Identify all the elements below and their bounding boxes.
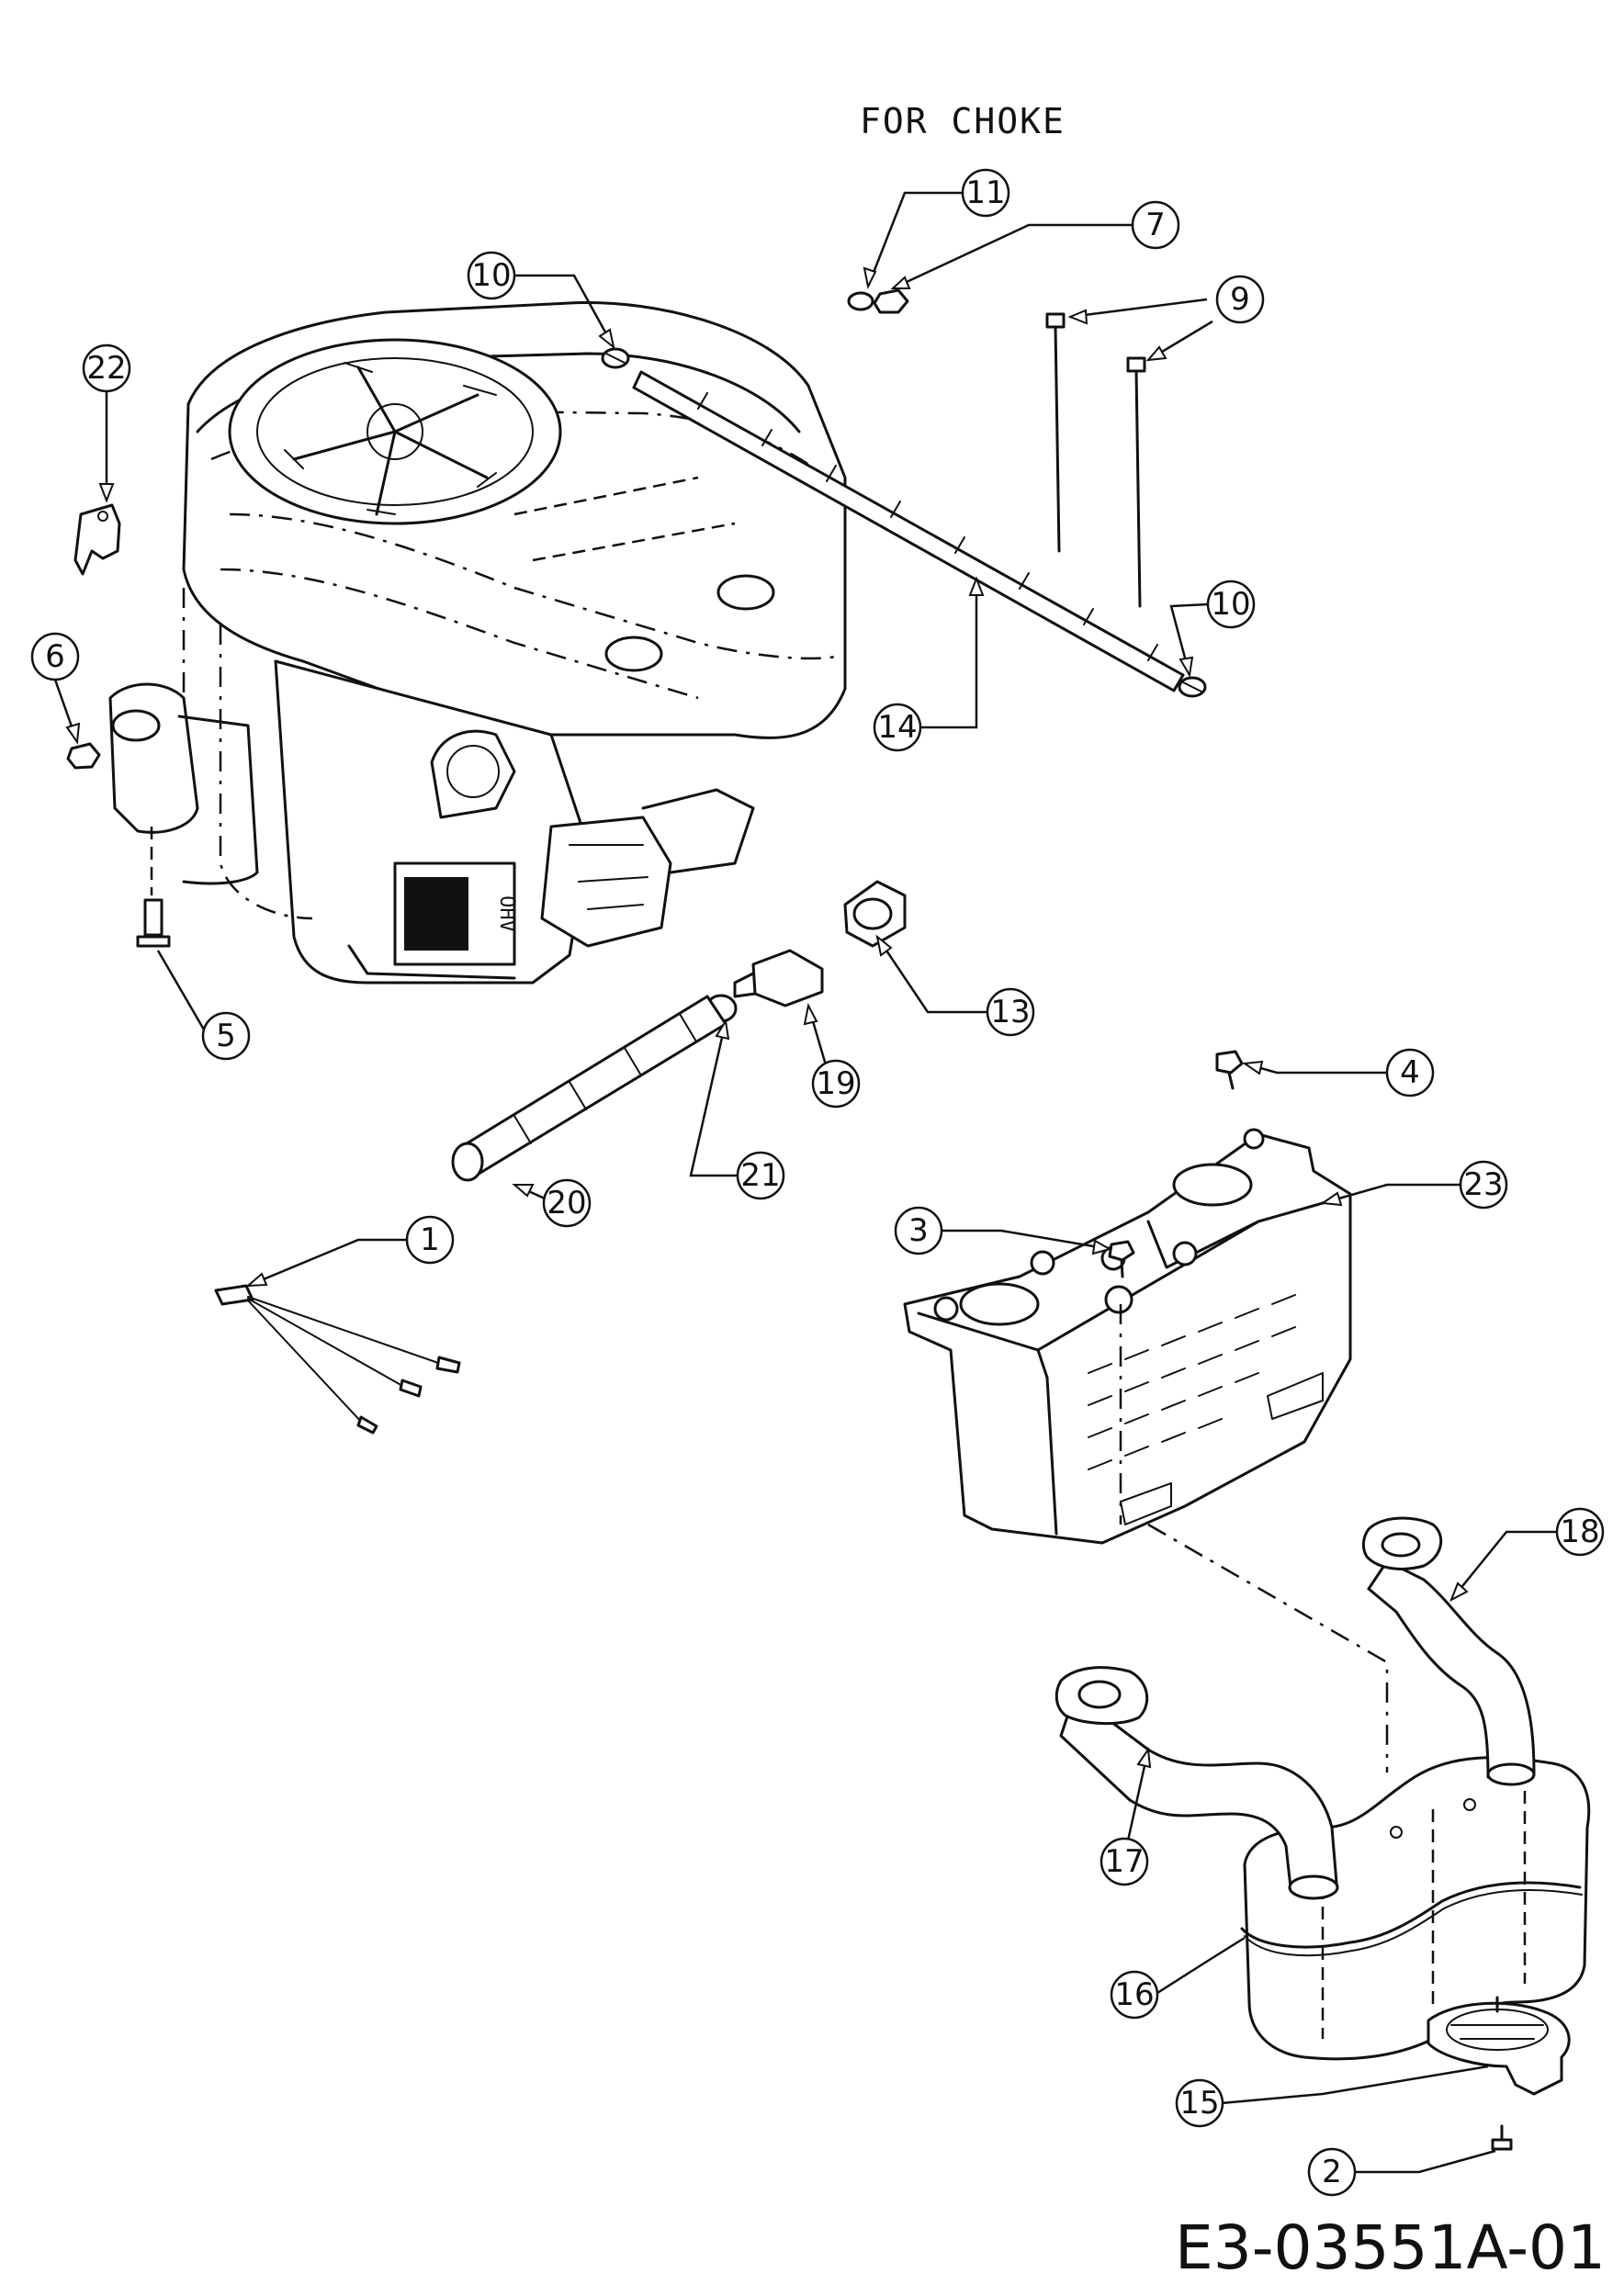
part-6-nut bbox=[66, 742, 101, 770]
part-4-bolt bbox=[1215, 1050, 1244, 1090]
callout-14: 14 bbox=[873, 703, 922, 752]
svg-text:16: 16 bbox=[1114, 1976, 1154, 2013]
document-id: E3-03551A-01 bbox=[1175, 2212, 1606, 2283]
svg-text:14: 14 bbox=[877, 709, 917, 746]
callout-1: 1 bbox=[405, 1215, 455, 1265]
svg-text:19: 19 bbox=[816, 1065, 855, 1102]
svg-text:1: 1 bbox=[420, 1221, 440, 1258]
part-23-heat-shield bbox=[903, 1128, 1352, 1545]
part-20-hose bbox=[451, 995, 727, 1182]
callout-16: 16 bbox=[1110, 1970, 1159, 2020]
svg-text:17: 17 bbox=[1104, 1843, 1144, 1880]
callout-10-top: 10 bbox=[467, 251, 516, 300]
svg-text:10: 10 bbox=[471, 257, 511, 294]
callout-22: 22 bbox=[82, 343, 131, 393]
svg-text:23: 23 bbox=[1463, 1166, 1503, 1203]
svg-text:20: 20 bbox=[547, 1185, 586, 1221]
callout-21: 21 bbox=[736, 1151, 785, 1200]
svg-text:5: 5 bbox=[216, 1018, 236, 1054]
svg-text:7: 7 bbox=[1145, 207, 1166, 243]
callout-2: 2 bbox=[1307, 2147, 1357, 2197]
callout-3: 3 bbox=[894, 1206, 943, 1255]
part-17-exhaust-pipe bbox=[1054, 1666, 1339, 1900]
part-10-clamp-top bbox=[601, 347, 630, 369]
callout-17: 17 bbox=[1100, 1837, 1149, 1886]
part-11-washer bbox=[847, 291, 874, 311]
svg-text:15: 15 bbox=[1179, 2085, 1219, 2122]
part-7-nut bbox=[873, 288, 909, 314]
part-22-bracket bbox=[73, 503, 121, 576]
callout-15: 15 bbox=[1175, 2078, 1224, 2128]
part-3-bolt bbox=[1108, 1240, 1135, 1278]
part-10-clamp-bottom bbox=[1178, 676, 1207, 698]
part-9-cable-ties bbox=[1045, 312, 1146, 608]
svg-text:3: 3 bbox=[908, 1212, 929, 1249]
part-5-bolt bbox=[136, 827, 171, 948]
choke-note: FOR CHOKE bbox=[860, 101, 1066, 141]
callout-6: 6 bbox=[30, 632, 80, 681]
callout-20: 20 bbox=[542, 1178, 592, 1228]
part-19-fitting bbox=[733, 949, 824, 1007]
svg-text:4: 4 bbox=[1400, 1054, 1420, 1091]
svg-text:22: 22 bbox=[86, 350, 126, 387]
callout-9: 9 bbox=[1215, 275, 1265, 324]
callout-4: 4 bbox=[1385, 1048, 1435, 1097]
svg-text:OHV: OHV bbox=[495, 895, 518, 932]
part-1-wire-harness bbox=[214, 1284, 461, 1435]
svg-text:9: 9 bbox=[1230, 281, 1250, 318]
callout-10-bottom: 10 bbox=[1206, 580, 1256, 629]
svg-text:6: 6 bbox=[45, 638, 65, 675]
callout-11: 11 bbox=[961, 168, 1010, 218]
part-18-exhaust-pipe bbox=[1361, 1516, 1536, 1786]
callout-13: 13 bbox=[986, 987, 1035, 1037]
svg-text:13: 13 bbox=[990, 994, 1030, 1030]
part-13-fitting bbox=[843, 880, 907, 948]
svg-text:21: 21 bbox=[740, 1157, 780, 1194]
callout-23: 23 bbox=[1459, 1160, 1508, 1210]
callout-19: 19 bbox=[811, 1059, 861, 1109]
callout-5: 5 bbox=[201, 1011, 251, 1061]
part-15-spark-arrestor bbox=[1427, 1996, 1571, 2096]
engine-assembly: OHV bbox=[108, 301, 847, 985]
svg-text:18: 18 bbox=[1560, 1514, 1599, 1550]
svg-text:11: 11 bbox=[965, 174, 1005, 211]
part-2-screw bbox=[1491, 2124, 1513, 2151]
assembly-centerline bbox=[1119, 1304, 1389, 1773]
svg-text:2: 2 bbox=[1322, 2154, 1342, 2190]
leader-lines bbox=[53, 191, 1557, 2174]
callout-18: 18 bbox=[1555, 1507, 1605, 1557]
part-14-choke-tube bbox=[632, 370, 1185, 692]
callout-7: 7 bbox=[1131, 200, 1180, 250]
svg-text:10: 10 bbox=[1211, 586, 1250, 623]
